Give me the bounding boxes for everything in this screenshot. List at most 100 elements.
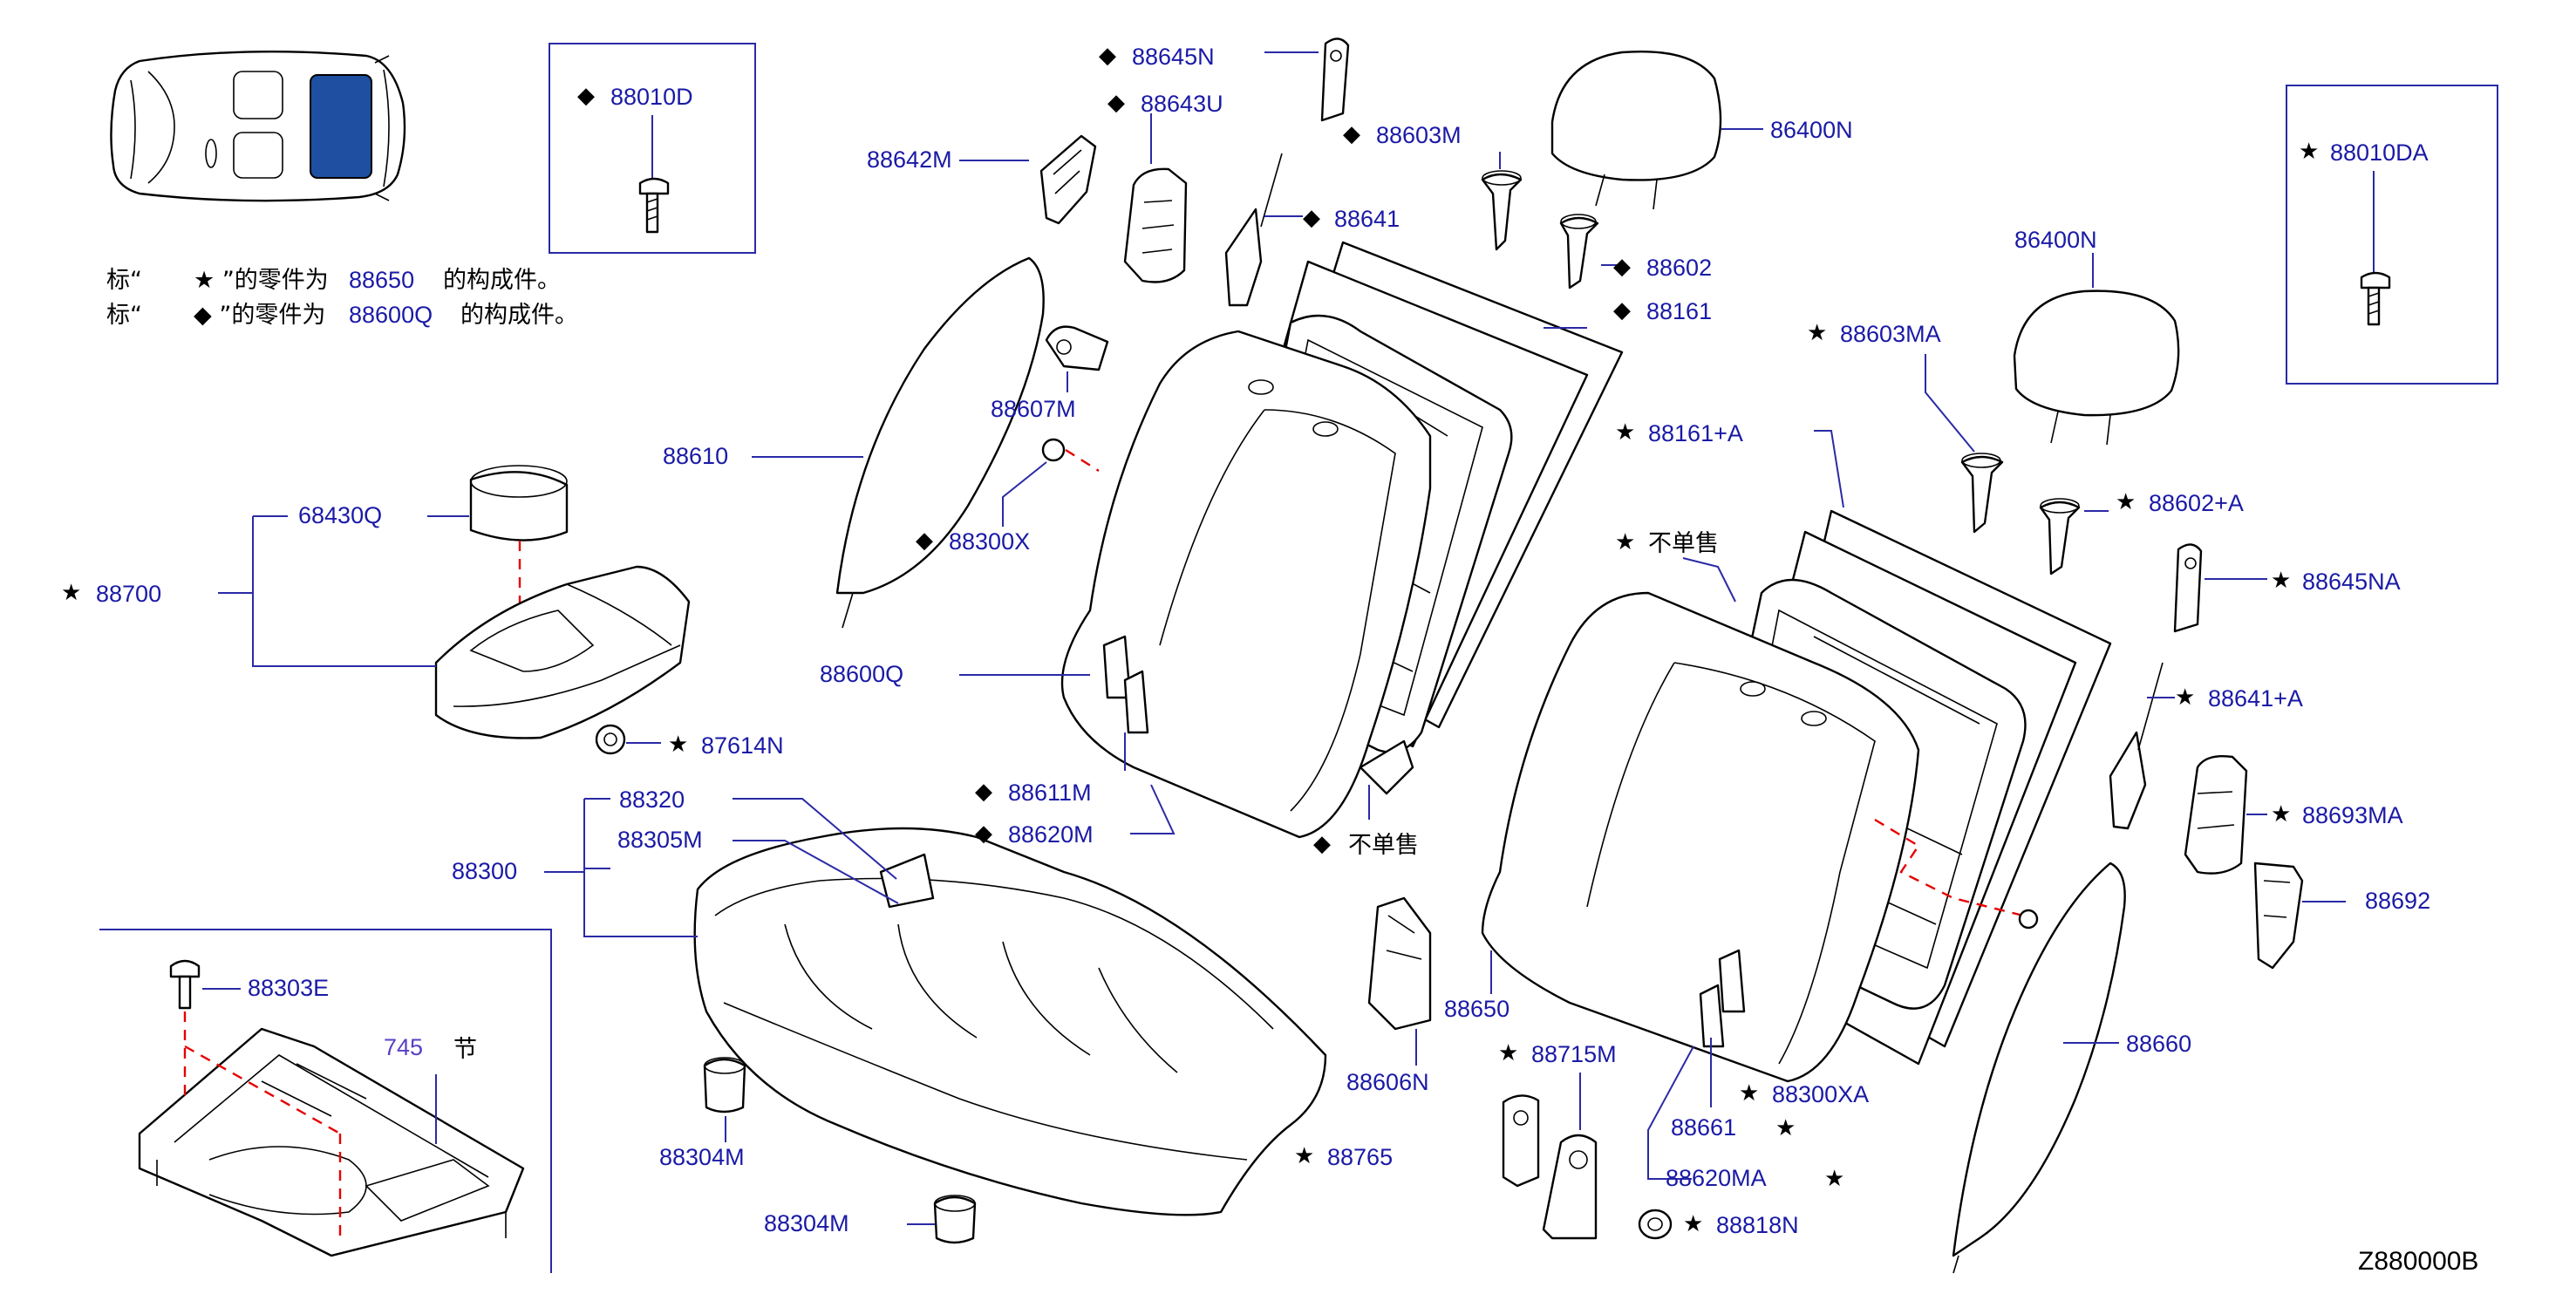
svg-text:★: ★ <box>2175 684 2195 711</box>
notes: 标“ ★ ”的零件为 88650 的构成件。 标“ ◆ ”的零件为 88600Q… <box>106 267 578 329</box>
svg-text:◆: ◆ <box>916 528 933 554</box>
cushion-hook-icon <box>879 853 935 909</box>
label-not-sold-1: 不单售 <box>1648 530 1719 557</box>
cup-holder-icon <box>469 465 569 541</box>
label-88603M: 88603M <box>1376 122 1462 148</box>
floor-inset: 88303E 745 节 <box>99 929 552 1273</box>
label-88602: 88602 <box>1646 255 1712 281</box>
escutcheon-88607M: 88607M <box>991 325 1109 422</box>
svg-text:★: ★ <box>2271 568 2291 594</box>
svg-text:★: ★ <box>1807 320 1827 346</box>
label-88620MA: 88620MA <box>1666 1165 1767 1191</box>
label-88818N: 88818N <box>1716 1212 1799 1238</box>
svg-text:★: ★ <box>1739 1080 1759 1107</box>
svg-text:◆: ◆ <box>1303 205 1320 231</box>
label-88606N: 88606N <box>1346 1069 1429 1095</box>
label-88010DA: 88010DA <box>2330 140 2429 166</box>
screw-icon <box>638 177 670 234</box>
svg-text:★: ★ <box>2116 489 2136 515</box>
guide-88603M: ◆ 88603M <box>1343 121 1523 251</box>
svg-text:◆: ◆ <box>1099 43 1116 69</box>
svg-text:◆: ◆ <box>975 821 992 847</box>
label-section: 节 <box>453 1036 477 1063</box>
label-86400N-a: 86400N <box>1770 117 1853 143</box>
latch-88692: 88692 <box>2253 862 2430 970</box>
svg-text:★: ★ <box>1683 1211 1703 1237</box>
label-88161A: 88161+A <box>1648 420 1743 446</box>
svg-text:★: ★ <box>1615 419 1635 446</box>
label-88641: 88641 <box>1334 206 1400 232</box>
cover-88693MA: ★ 88693MA <box>2184 755 2403 875</box>
label-88660: 88660 <box>2126 1031 2191 1057</box>
label-88320: 88320 <box>619 787 685 813</box>
screw-88303E-icon <box>169 959 201 1010</box>
bracket-88645N: ◆ 88645N <box>1099 37 1350 122</box>
bolster-88610: 88610 <box>663 256 1045 629</box>
label-88603MA: 88603MA <box>1840 321 1941 347</box>
seat-cushion-88300: 88320 88305M 88300 ★ 88765 <box>452 787 1393 1216</box>
label-68430Q: 68430Q <box>298 502 382 528</box>
grommet-88818N: ★ 88818N <box>1638 1209 1799 1240</box>
svg-text:◆: ◆ <box>577 83 595 109</box>
label-88700: 88700 <box>96 581 161 607</box>
label-not-sold-2: 不单售 <box>1348 832 1419 859</box>
svg-text:◆: ◆ <box>1613 297 1631 324</box>
svg-text:◆: ◆ <box>975 779 992 805</box>
seatback-88600Q: 88600Q ◆ 88611M ◆ 88620M ◆ 不单售 ◆ 88161 <box>820 241 1712 859</box>
label-88304M-a: 88304M <box>659 1144 745 1170</box>
label-88300XA: 88300XA <box>1772 1081 1869 1107</box>
part-88010D: ◆ 88010D <box>549 43 756 254</box>
label-745: 745 <box>384 1034 423 1060</box>
part-88010DA: ★ 88010DA <box>2286 85 2498 385</box>
label-88692: 88692 <box>2365 888 2430 914</box>
figure-code: Z880000B <box>2358 1247 2478 1276</box>
seatback-88650: 88650 88661 ★ 88620MA ★ ★ 88300XA ★ 8816… <box>1444 419 2112 1192</box>
headrest-86400N-b: 86400N <box>2013 227 2180 446</box>
bolster-88660: 88660 <box>1952 862 2191 1274</box>
label-86400N-b: 86400N <box>2014 227 2097 253</box>
label-88642M: 88642M <box>867 146 952 173</box>
label-88300: 88300 <box>452 858 517 884</box>
label-87614N: 87614N <box>701 732 784 759</box>
label-88610: 88610 <box>663 443 728 469</box>
clip-88300X: ◆ 88300X <box>916 438 1100 555</box>
guide-88602A: ★ 88602+A <box>2039 489 2244 575</box>
bracket-88645NA: ★ 88645NA <box>2173 543 2401 633</box>
svg-text:★: ★ <box>1615 529 1635 555</box>
label-88611M: 88611M <box>1008 780 1092 806</box>
label-88661: 88661 <box>1671 1114 1736 1141</box>
label-88304M-b: 88304M <box>764 1210 849 1236</box>
grommet-88304M-a: 88304M <box>659 1057 746 1170</box>
label-88300X: 88300X <box>949 528 1030 555</box>
svg-text:★: ★ <box>2299 139 2319 165</box>
latch-88642M: 88642M <box>867 134 1097 225</box>
label-88600Q: 88600Q <box>820 661 903 687</box>
svg-text:◆: ◆ <box>1313 831 1331 857</box>
svg-text:★: ★ <box>1294 1143 1314 1169</box>
headrest-86400N-a: 86400N <box>1550 51 1853 210</box>
label-88303E: 88303E <box>248 975 329 1001</box>
svg-text:★: ★ <box>1824 1166 1844 1192</box>
label-88620M: 88620M <box>1008 821 1094 848</box>
note-line-1: 标“ ★ ”的零件为 88650 的构成件。 <box>106 267 561 294</box>
label-88161: 88161 <box>1646 298 1712 324</box>
svg-text:★: ★ <box>61 580 81 606</box>
label-88643U: 88643U <box>1141 91 1223 117</box>
label-88650: 88650 <box>1444 996 1509 1022</box>
label-88010D: 88010D <box>610 84 693 110</box>
label-88641A: 88641+A <box>2208 685 2303 712</box>
cover-88643U: ◆ 88643U <box>1107 90 1223 283</box>
guide-88602: ◆ 88602 <box>1559 214 1712 289</box>
svg-text:★: ★ <box>1498 1040 1518 1066</box>
label-88693MA: 88693MA <box>2302 802 2403 828</box>
grommet-88304M-b: 88304M <box>764 1195 977 1244</box>
label-88645NA: 88645NA <box>2302 569 2401 595</box>
label-88602A: 88602+A <box>2149 490 2244 516</box>
striker-88641A: ★ 88641+A <box>2109 662 2303 830</box>
svg-text:◆: ◆ <box>1343 121 1360 147</box>
screw-icon <box>2360 271 2391 326</box>
armrest-group: 68430Q ★ 88700 ★ 87614N <box>61 465 784 759</box>
guide-88603MA: ★ 88603MA <box>1807 320 2004 534</box>
svg-text:◆: ◆ <box>1107 90 1125 116</box>
